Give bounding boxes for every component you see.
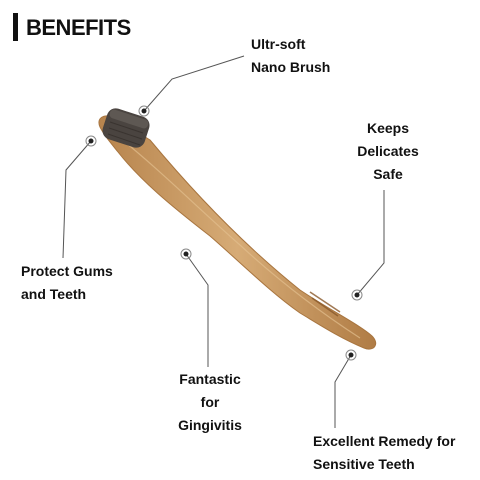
brand-engraving-icon [309, 291, 341, 317]
pointer-dot-protect-gums [88, 138, 94, 144]
leader-line-ultra-soft [143, 55, 245, 112]
bamboo-toothbrush-icon [98, 108, 377, 350]
callout-line: Sensitive Teeth [313, 456, 415, 472]
pointer-ring-keeps-safe [351, 289, 363, 301]
callout-line: Ultr-soft [251, 36, 306, 52]
pointer-ring-protect-gums [85, 135, 97, 147]
callout-line: Protect Gums [21, 263, 113, 279]
pointer-ring-gingivitis [180, 248, 192, 260]
callout-line: and Teeth [21, 286, 87, 302]
leader-line-protect-gums [62, 140, 92, 259]
pointer-dot-gingivitis [183, 251, 189, 257]
callout-ultra-soft: Ultr-soft Nano Brush [251, 33, 330, 79]
pointer-dot-sensitive-teeth [348, 352, 354, 358]
callout-line: Gingivitis [178, 417, 242, 433]
callout-line: Excellent Remedy for [313, 433, 456, 449]
callout-gingivitis: Fantastic for Gingivitis [160, 368, 260, 437]
bristles [102, 108, 150, 148]
pointer-ring-ultra-soft [138, 105, 150, 117]
callout-sensitive-teeth: Excellent Remedy for Sensitive Teeth [313, 430, 455, 476]
page-title: BENEFITS [26, 15, 131, 40]
pointer-dot-ultra-soft [141, 108, 147, 114]
title-accent-bar [13, 13, 18, 41]
callout-line: for [200, 394, 220, 410]
pointer-ring-sensitive-teeth [345, 349, 357, 361]
callout-line: Fantastic [179, 371, 241, 387]
leader-line-gingivitis [185, 253, 209, 367]
leader-line-keeps-safe [356, 190, 385, 296]
leader-line-sensitive-teeth [334, 354, 352, 428]
callout-protect-gums: Protect Gums and Teeth [21, 260, 113, 306]
pointer-dot-keeps-safe [354, 292, 360, 298]
callout-line: Keeps [366, 120, 410, 136]
callout-line: Nano Brush [251, 59, 331, 75]
callout-line: Safe [373, 166, 403, 182]
callout-keeps-safe: Keeps Delicates Safe [338, 117, 438, 186]
callout-line: Delicates [357, 143, 419, 159]
